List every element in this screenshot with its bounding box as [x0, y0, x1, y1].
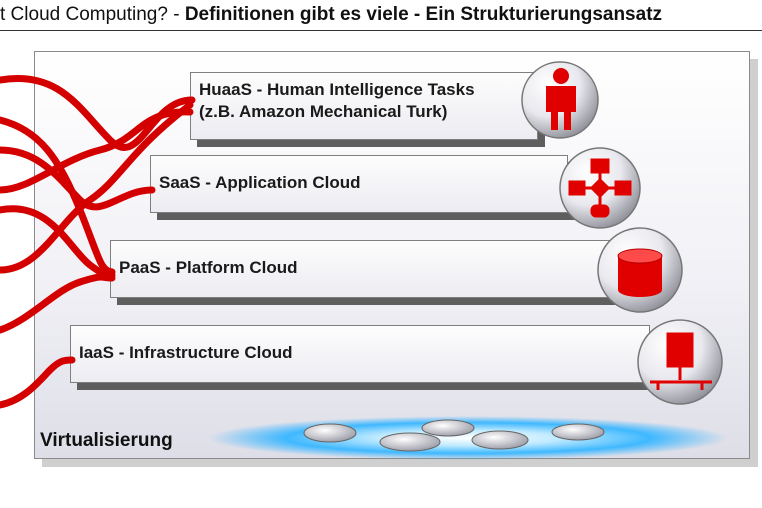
connection-wires	[0, 75, 196, 409]
person-icon	[521, 61, 599, 139]
cloud-pool-icon	[208, 416, 728, 460]
layer-saas: SaaS - Application Cloud	[150, 155, 568, 213]
layer-huaas-label: HuaaS - Human Intelligence Tasks (z.B. A…	[199, 79, 475, 123]
layer-huaas-line2: (z.B. Amazon Mechanical Turk)	[199, 102, 448, 121]
layer-iaas: IaaS - Infrastructure Cloud	[70, 325, 650, 383]
virtualisierung-label: Virtualisierung	[40, 430, 173, 451]
title-underline	[0, 30, 762, 31]
layer-iaas-label: IaaS - Infrastructure Cloud	[79, 343, 293, 362]
network-server-icon	[637, 319, 723, 405]
database-cylinder-icon	[597, 227, 683, 313]
layer-huaas: HuaaS - Human Intelligence Tasks (z.B. A…	[190, 72, 538, 140]
slide-title: t Cloud Computing? - Definitionen gibt e…	[0, 4, 762, 30]
flowchart-icon	[559, 147, 641, 229]
layer-huaas-line1: HuaaS - Human Intelligence Tasks	[199, 80, 475, 99]
title-bold: Definitionen gibt es viele - Ein Struktu…	[184, 4, 663, 25]
title-plain: t Cloud Computing? -	[0, 4, 185, 25]
layer-saas-label: SaaS - Application Cloud	[159, 173, 361, 192]
layer-paas: PaaS - Platform Cloud	[110, 240, 610, 298]
layer-paas-label: PaaS - Platform Cloud	[119, 258, 298, 277]
